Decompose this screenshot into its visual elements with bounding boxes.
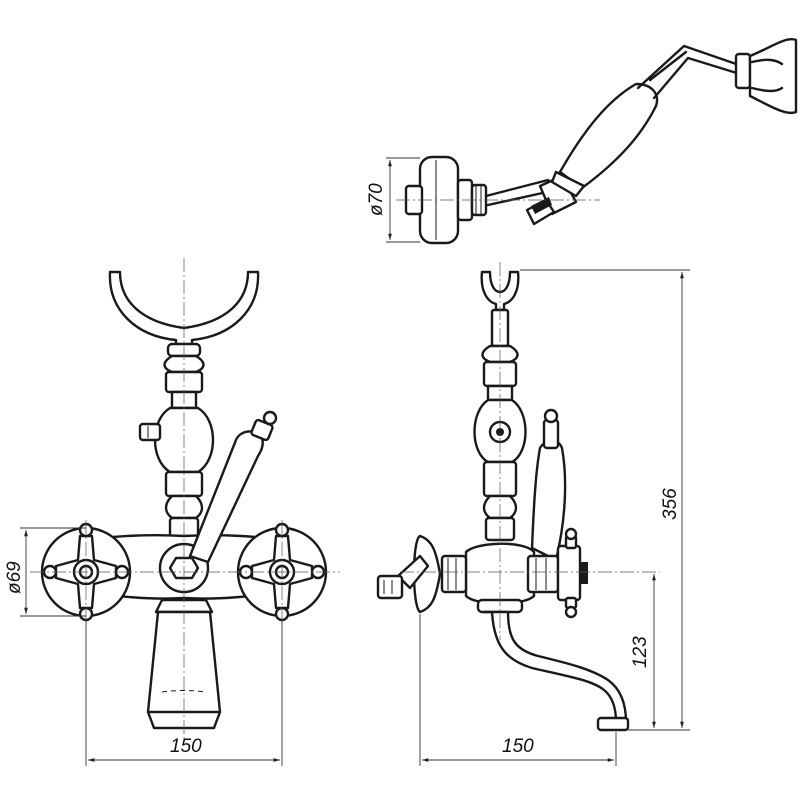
mixer-front-view: ø69 150 <box>4 258 340 766</box>
dimension-spout-height: 123 <box>630 636 651 668</box>
dimension-front-width: 150 <box>170 736 202 757</box>
dimension-overall-height: 356 <box>660 488 681 520</box>
dimension-side-projection: 150 <box>502 736 534 757</box>
mixer-side-view: 356 123 150 <box>376 262 690 766</box>
dimension-flange-diameter: ø69 <box>4 561 25 594</box>
dimension-shower-diameter: ø70 <box>366 183 387 216</box>
hand-shower-view: ø70 <box>366 38 798 245</box>
